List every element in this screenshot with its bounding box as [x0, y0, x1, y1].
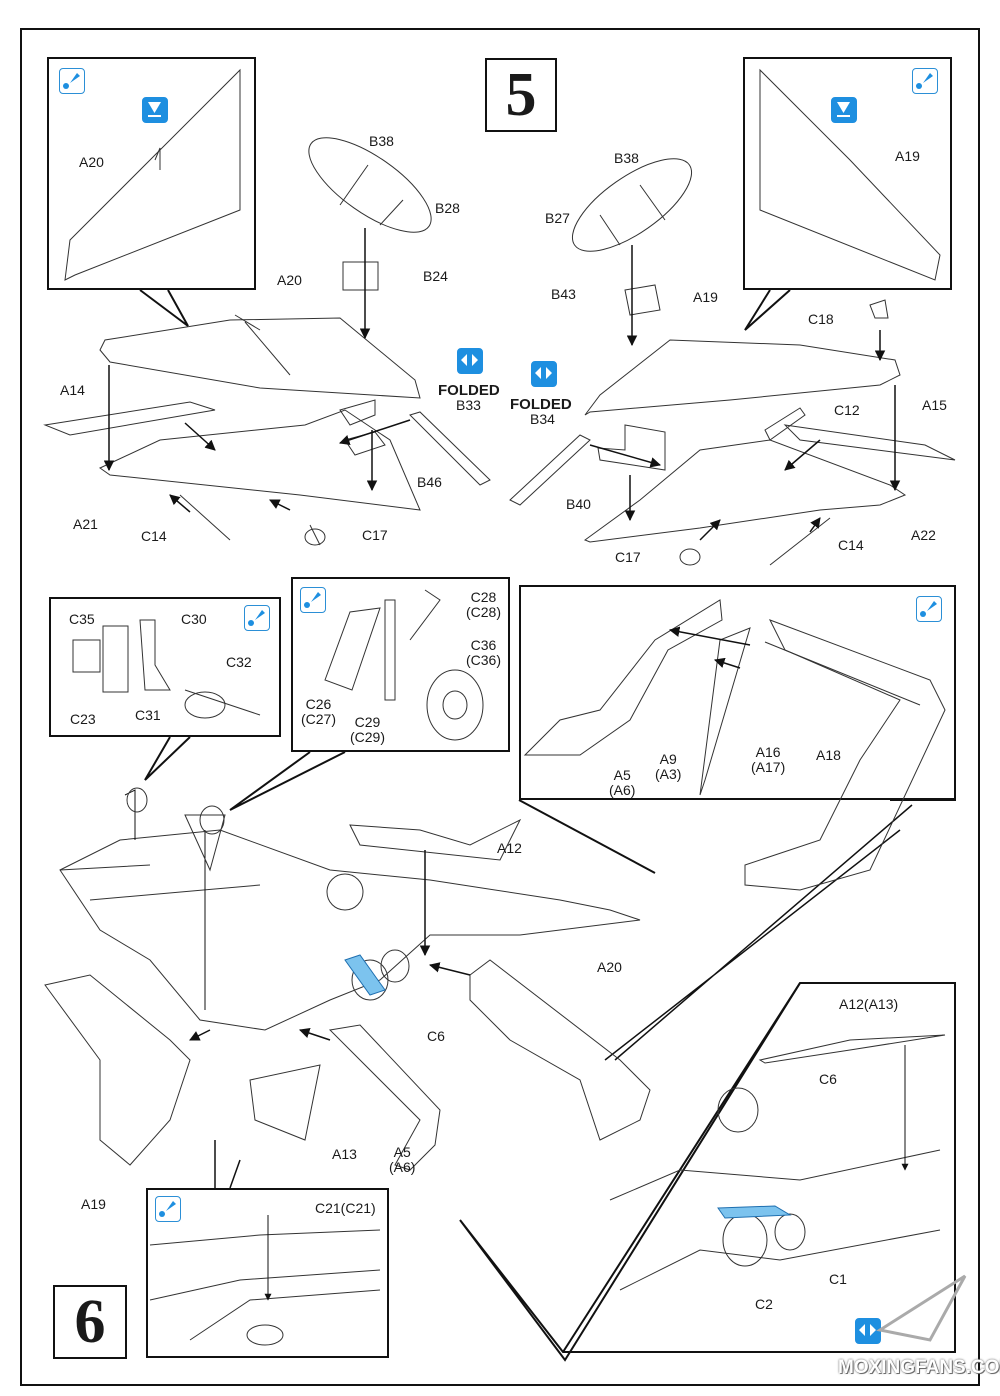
- right-inset-tail: [744, 289, 791, 331]
- label-a9-a3: A9 (A3): [655, 751, 682, 782]
- label-a12-a13: A12(A13): [839, 996, 899, 1012]
- page-frame: [20, 28, 980, 1386]
- nose-gear-inset: [291, 577, 510, 752]
- folded-inset-frame: [459, 982, 956, 1362]
- label-a5-a6-inset: A5 (A6): [609, 767, 636, 798]
- label-a5-a6-main: A5 (A6): [389, 1144, 416, 1175]
- label-b38-right: B38: [614, 150, 639, 166]
- label-c30: C30: [181, 611, 207, 627]
- drill-hole-icon: [831, 97, 857, 123]
- label-a12: A12: [497, 840, 522, 856]
- folded-option-icon: [457, 348, 483, 374]
- boom-callout-lines: [604, 804, 913, 1061]
- label-c23: C23: [70, 711, 96, 727]
- part-c6-highlight: [344, 954, 386, 996]
- nose-gear-tail: [229, 751, 346, 811]
- label-b27: B27: [545, 210, 570, 226]
- paint-icon: [912, 68, 938, 94]
- paint-icon: [155, 1196, 181, 1222]
- label-a20-inset: A20: [79, 154, 104, 170]
- label-c32: C32: [226, 654, 252, 670]
- label-c6-folded: C6: [819, 1071, 837, 1087]
- label-c26: C26 (C27): [301, 696, 337, 727]
- label-a19-main: A19: [81, 1196, 106, 1212]
- paint-icon: [59, 68, 85, 94]
- label-b40: B40: [566, 496, 591, 512]
- step-number-6: 6: [53, 1285, 127, 1359]
- label-c14-right: C14: [838, 537, 864, 553]
- right-wing-inset: [743, 57, 952, 290]
- left-wing-inset: [47, 57, 256, 290]
- folded-option-icon: [531, 361, 557, 387]
- detail-tail: [214, 1140, 241, 1189]
- label-c6-main: C6: [427, 1028, 445, 1044]
- label-c2: C2: [755, 1296, 773, 1312]
- label-a16-a17: A16 (A17): [751, 744, 786, 775]
- label-b34: B34: [530, 411, 555, 427]
- label-a15: A15: [922, 397, 947, 413]
- label-c14-left: C14: [141, 528, 167, 544]
- label-b43: B43: [551, 286, 576, 302]
- label-a14: A14: [60, 382, 85, 398]
- watermark: MOXINGFANS.COM: [838, 1357, 1000, 1378]
- label-b24: B24: [423, 268, 448, 284]
- label-b46: B46: [417, 474, 442, 490]
- main-gear-inset: [49, 597, 281, 737]
- label-a21: A21: [73, 516, 98, 532]
- label-a13: A13: [332, 1146, 357, 1162]
- paint-icon: [916, 596, 942, 622]
- label-b38-left: B38: [369, 133, 394, 149]
- label-a19-inset: A19: [895, 148, 920, 164]
- folded-option-icon: [855, 1318, 881, 1344]
- label-c31: C31: [135, 707, 161, 723]
- label-b33: B33: [456, 397, 481, 413]
- paint-icon: [244, 605, 270, 631]
- main-gear-tail: [144, 736, 191, 781]
- label-a20-main: A20: [597, 959, 622, 975]
- label-b28: B28: [435, 200, 460, 216]
- folded-label-left: FOLDED: [438, 382, 500, 399]
- label-c1: C1: [829, 1271, 847, 1287]
- paint-icon: [300, 587, 326, 613]
- label-a20: A20: [277, 272, 302, 288]
- label-a19: A19: [693, 289, 718, 305]
- label-c21: C21(C21): [315, 1200, 376, 1216]
- label-c17-right: C17: [615, 549, 641, 565]
- folded-label-right: FOLDED: [510, 396, 572, 413]
- drill-hole-icon: [142, 97, 168, 123]
- left-inset-tail: [139, 289, 189, 327]
- label-c17-left: C17: [362, 527, 388, 543]
- label-c12: C12: [834, 402, 860, 418]
- label-c35: C35: [69, 611, 95, 627]
- label-a22: A22: [911, 527, 936, 543]
- label-c18: C18: [808, 311, 834, 327]
- label-c36: C36 (C36): [466, 637, 502, 668]
- label-a18: A18: [816, 747, 841, 763]
- part-c6-folded-highlight: [717, 1205, 792, 1219]
- label-c29: C29 (C29): [350, 714, 386, 745]
- step-number-5: 5: [485, 58, 557, 132]
- label-c28: C28 (C28): [466, 589, 502, 620]
